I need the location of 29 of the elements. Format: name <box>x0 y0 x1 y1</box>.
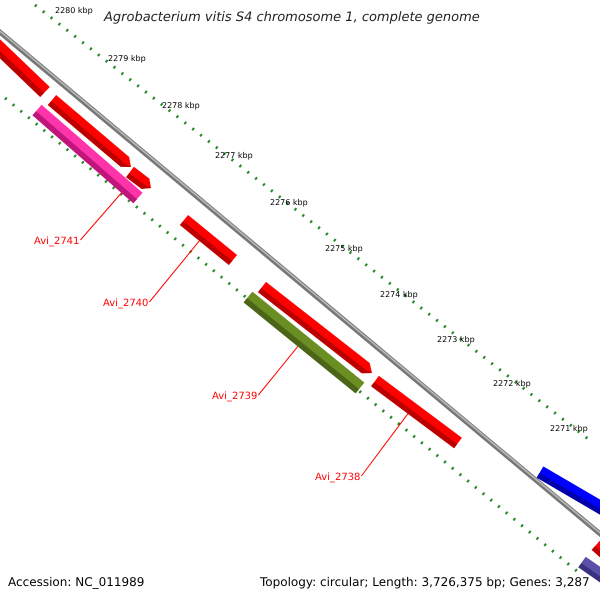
leader-line <box>360 413 408 476</box>
scale-label: 2277 kbp <box>215 152 253 160</box>
gene-label: Avi_2738 <box>315 473 360 483</box>
leader-line <box>148 240 200 302</box>
gene-label: Avi_2739 <box>212 392 258 402</box>
footer-text: Topology: circular; Length: 3,726,375 bp; Genes: 3,287 <box>260 576 590 588</box>
gene-bar <box>371 376 462 448</box>
scale-label: 2280 kbp <box>55 7 93 15</box>
gene-bar <box>536 466 600 516</box>
scale-label: 2278 kbp <box>162 102 200 110</box>
gene-bar <box>0 39 50 97</box>
title: Agrobacterium vitis S4 chromosome 1, complete genome <box>104 11 480 24</box>
scale-label: 2271 kbp <box>550 425 588 433</box>
gene-bar <box>32 104 143 204</box>
gene-bar <box>258 282 372 374</box>
leader-line <box>80 192 122 240</box>
scale-label: 2274 kbp <box>380 291 418 299</box>
gene-bar <box>592 540 600 558</box>
footer-text: Accession: NC_011989 <box>8 576 144 588</box>
gene-label: Avi_2740 <box>103 299 148 309</box>
gene-label: Avi_2741 <box>34 237 80 247</box>
scale-label: 2276 kbp <box>270 199 308 207</box>
leader-line <box>258 346 298 396</box>
scale-label: 2273 kbp <box>437 336 475 344</box>
gene-bar <box>180 215 238 265</box>
scale-label: 2279 kbp <box>108 55 146 63</box>
scale-label: 2275 kbp <box>325 245 363 253</box>
scale-label: 2272 kbp <box>493 380 531 388</box>
gene-bar <box>126 166 151 189</box>
